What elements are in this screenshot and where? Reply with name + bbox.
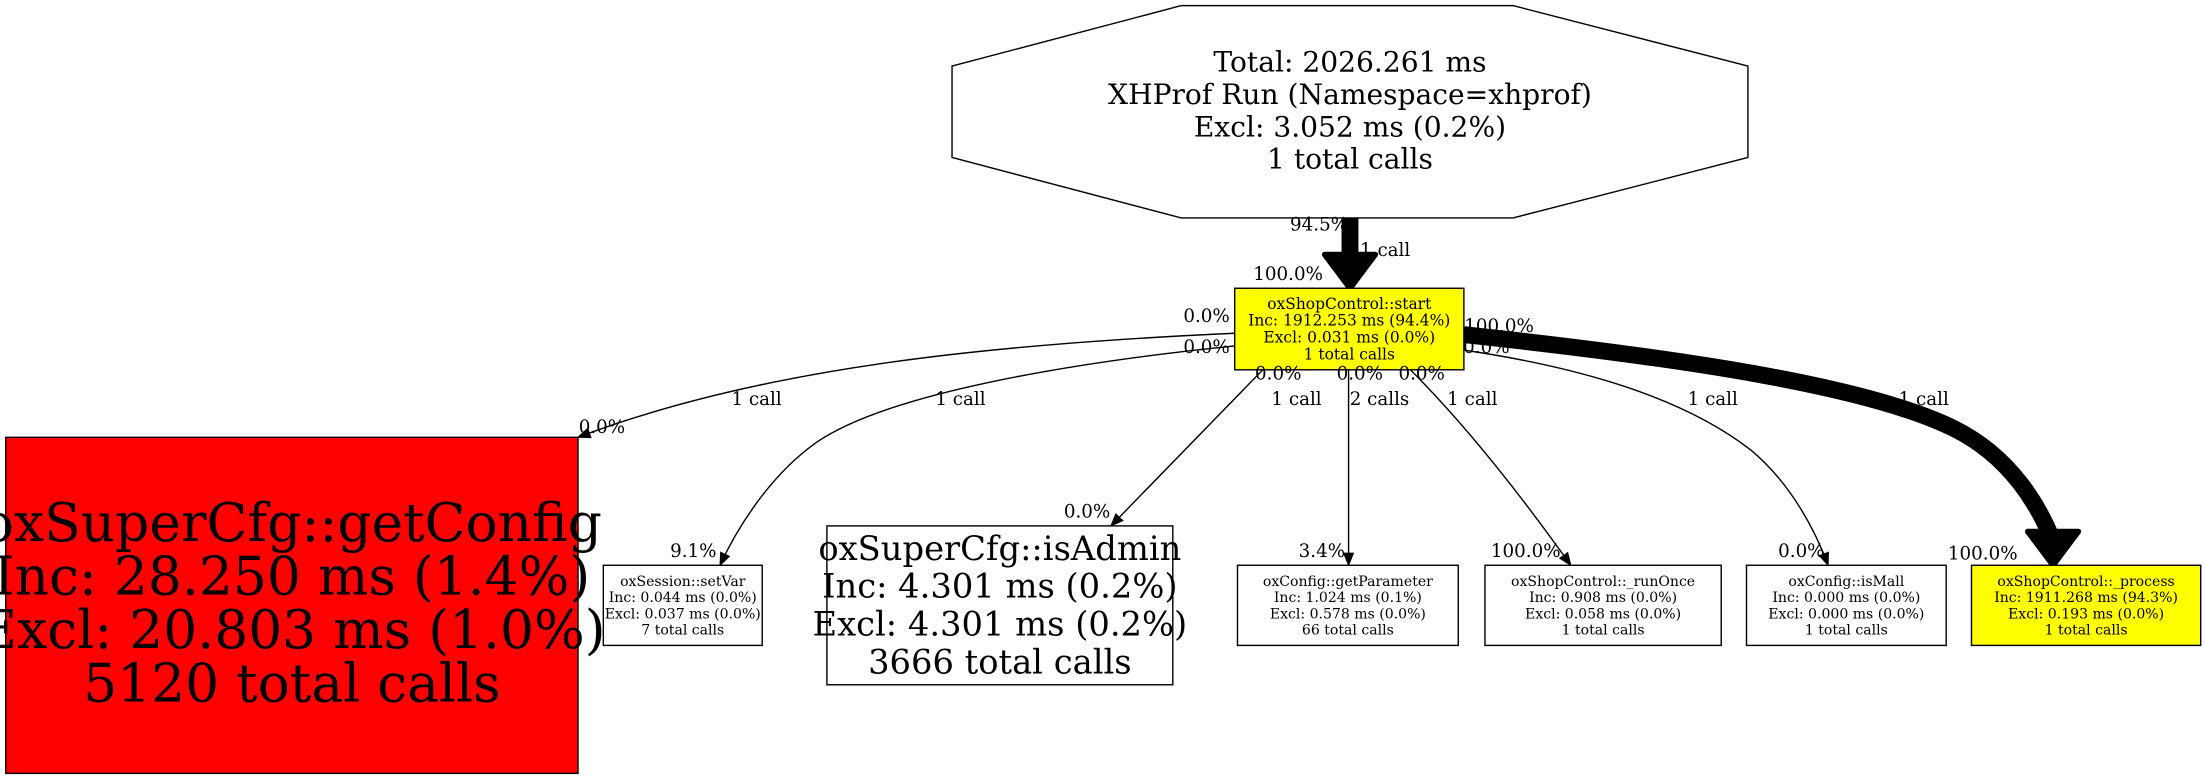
node-line: Excl: 0.000 ms (0.0%) [1768,606,1924,622]
edge-root-start [1321,217,1379,292]
edge-start-runOnce [1409,369,1572,567]
edge-tail-percent: 0.0% [1255,364,1301,385]
node-line: oxSuperCfg::isAdmin [818,529,1181,568]
node-line: 1 total calls [1562,622,1645,638]
node-line: 5120 total calls [83,652,500,715]
node-box [1484,564,1722,647]
node-line: Excl: 0.037 ms (0.0%) [605,606,761,622]
node-line: Inc: 4.301 ms (0.2%) [822,567,1177,606]
node-line: oxShopControl::_process [1997,574,2174,590]
edge-call-label: 1 call [1688,389,1738,410]
thick-arrowhead [2024,528,2082,569]
root-node-line: XHProf Run (Namespace=xhprof) [1108,78,1592,111]
node-line: 1 total calls [1304,345,1395,363]
edge-line [1462,326,2061,545]
node-line: 1 total calls [1805,622,1888,638]
node-line: 3666 total calls [868,643,1132,682]
node-line: Inc: 0.000 ms (0.0%) [1772,590,1920,606]
node-line: oxShopControl::_runOnce [1511,574,1695,590]
node-line: Excl: 0.578 ms (0.0%) [1270,606,1426,622]
edge-line [1463,349,1830,567]
node-line: 7 total calls [641,622,724,638]
node-line: oxShopControl::start [1267,295,1432,313]
edge-call-label: 1 call [1360,240,1410,261]
edge-head-percent: 100.0% [1948,544,2018,565]
node-box [1970,564,2202,647]
node-line: oxConfig::isMall [1788,574,1904,590]
edge-tail-percent: 0.0% [1183,337,1229,358]
edge-head-percent: 9.1% [670,541,716,562]
node-line: Inc: 1912.253 ms (94.4%) [1248,312,1450,330]
edge-head-percent: 0.0% [579,417,625,438]
edge-line [1109,369,1264,527]
edges [576,217,2082,569]
edge-head-percent: 0.0% [1064,501,1110,522]
node-box [5,436,579,775]
node-line: oxSession::setVar [620,574,746,590]
node-box [1236,564,1459,647]
node-line: oxConfig::getParameter [1263,574,1433,590]
edge-start-setVar [719,345,1235,567]
node-line: Inc: 28.250 ms (1.4%) [0,545,590,608]
node-line: Inc: 0.044 ms (0.0%) [609,590,757,606]
thick-arrowhead [1321,251,1379,292]
root-node-shape [951,4,1749,219]
node-line: Excl: 4.301 ms (0.2%) [812,605,1187,644]
edge-line [1409,369,1572,567]
root-node-line: Total: 2026.261 ms [1213,46,1486,79]
edge-line [576,332,1235,439]
node-line: Excl: 0.031 ms (0.0%) [1263,329,1435,347]
edge-start-getConfig [576,332,1235,439]
node-line: 1 total calls [2045,622,2128,638]
node-box [1745,564,1947,647]
node-box [602,564,763,647]
node-line: Excl: 0.193 ms (0.0%) [2008,606,2164,622]
edge-call-label: 1 call [1899,389,1949,410]
edge-head-percent: 0.0% [1778,541,1824,562]
node-line: Excl: 0.058 ms (0.0%) [1525,606,1681,622]
edge-call-label: 2 calls [1350,389,1410,410]
edge-tail-percent: 94.5% [1290,215,1348,236]
node-box [826,525,1174,686]
edge-call-label: 1 call [935,389,985,410]
node-line: Inc: 1.024 ms (0.1%) [1274,590,1422,606]
node-line: Inc: 0.908 ms (0.0%) [1529,590,1677,606]
edge-head-percent: 100.0% [1253,264,1323,285]
node-box [1233,287,1465,371]
edge-tail-percent: 0.0% [1463,337,1509,358]
edge-start-isMall [1463,349,1830,567]
edge-head-percent: 3.4% [1299,541,1345,562]
edge-call-label: 1 call [1447,389,1497,410]
node-line: Inc: 1911.268 ms (94.3%) [1994,590,2178,606]
node-line: Excl: 20.803 ms (1.0%) [0,598,606,661]
edge-tail-percent: 0.0% [1183,306,1229,327]
root-node-line: Excl: 3.052 ms (0.2%) [1194,110,1506,143]
edge-call-label: 1 call [731,389,781,410]
root-node-line: 1 total calls [1267,143,1433,176]
edge-tail-percent: 0.0% [1337,364,1383,385]
edge-tail-percent: 100.0% [1464,316,1534,337]
edge-call-label: 1 call [1271,389,1321,410]
node-line: oxSuperCfg::getConfig [0,491,602,554]
edge-line [719,345,1235,567]
edge-head-percent: 100.0% [1491,541,1561,562]
edge-start-process [1462,326,2082,569]
node-line: 66 total calls [1302,622,1394,638]
edge-start-isAdmin [1109,369,1264,527]
edge-tail-percent: 0.0% [1398,364,1444,385]
